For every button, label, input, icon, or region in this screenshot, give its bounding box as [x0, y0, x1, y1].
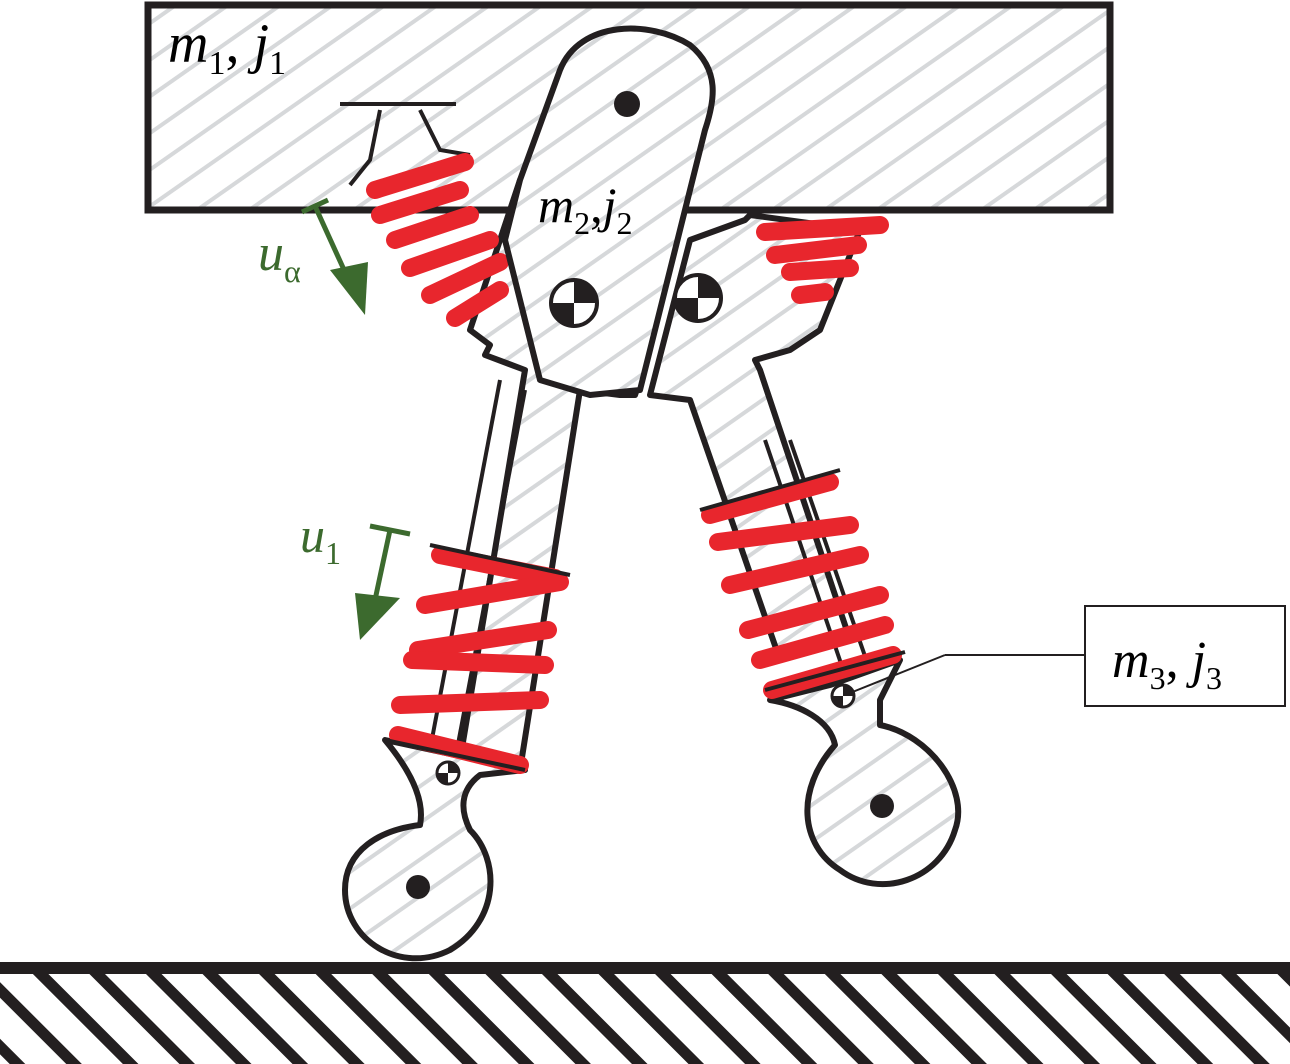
- right-foot: [767, 657, 962, 888]
- ground-hatch: [0, 968, 1290, 1064]
- right-hip-spring: [756, 216, 889, 304]
- label-m3-j3: m3, j3: [1112, 632, 1222, 696]
- body-m2: m2,j2: [502, 25, 716, 398]
- label-m2-j2: m2,j2: [538, 177, 633, 241]
- callout-m3-box: [1084, 605, 1286, 707]
- label-u-1: u1: [300, 507, 341, 571]
- left-leg-spring: [389, 546, 569, 774]
- right-leg: [647, 212, 962, 888]
- ground: [0, 962, 1290, 1064]
- left-foot-pivot: [406, 875, 430, 899]
- right-spring-mounts: [699, 468, 906, 692]
- body-m2-pivot: [614, 91, 640, 117]
- label-m1-j1: m1, j1: [168, 13, 286, 82]
- left-hip-spring: [340, 102, 509, 327]
- arrow-u-1: u1: [300, 507, 411, 640]
- left-foot: [342, 737, 528, 962]
- arrow-u-alpha: uα: [258, 197, 368, 315]
- left-spring-mounts: [384, 543, 571, 772]
- right-foot-pivot: [870, 794, 894, 818]
- label-u-alpha: uα: [258, 225, 301, 289]
- callout-m3: m3, j3: [849, 605, 1286, 707]
